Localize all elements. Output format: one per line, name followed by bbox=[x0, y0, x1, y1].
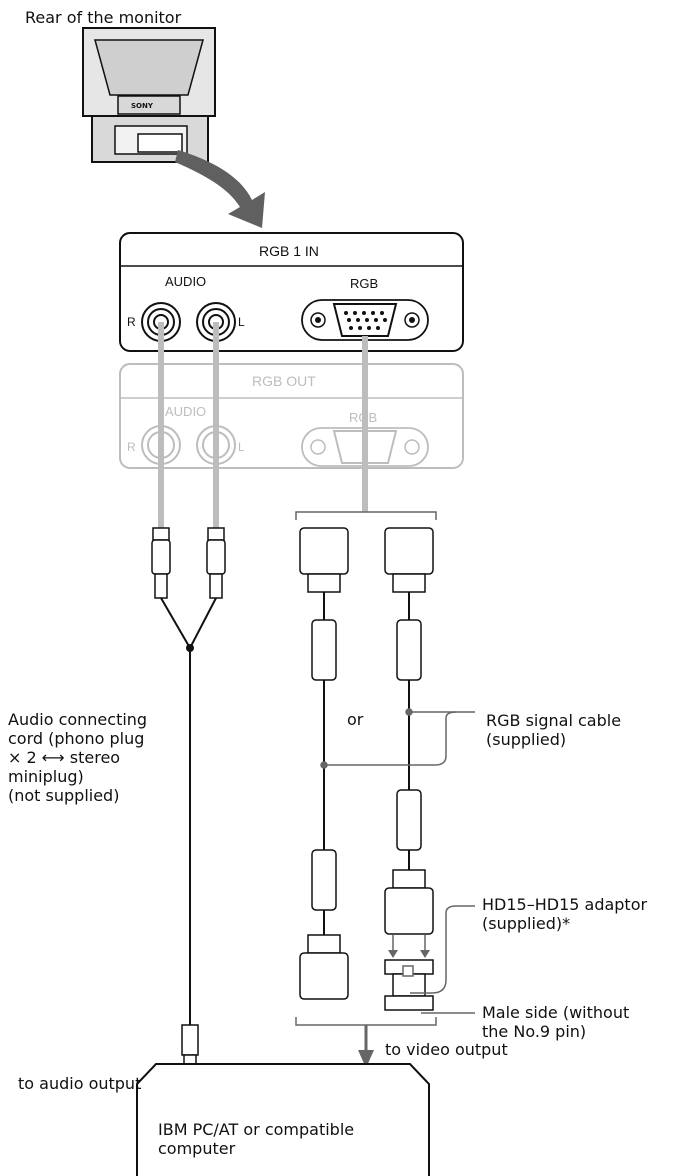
rgb-out-label: RGB OUT bbox=[252, 373, 316, 389]
computer-label: IBM PC/AT or compatible computer bbox=[158, 1120, 355, 1158]
rgb1-in-label: RGB 1 IN bbox=[259, 243, 319, 259]
curved-arrow-icon bbox=[175, 150, 265, 228]
to-video-output-label: to video output bbox=[385, 1040, 508, 1059]
to-audio-output-label: to audio output bbox=[18, 1074, 142, 1093]
monitor-rear-illustration bbox=[82, 27, 216, 163]
rgb-label-out: RGB bbox=[349, 410, 378, 425]
bracket-bottom bbox=[295, 1017, 437, 1026]
rgb-cable-left bbox=[299, 527, 349, 1000]
rgb-label-top: RGB bbox=[350, 276, 379, 291]
callout-lines bbox=[320, 708, 475, 1014]
male-side-label: Male side (without the No.9 pin) bbox=[482, 1003, 630, 1041]
computer-box bbox=[136, 1063, 430, 1176]
rear-of-monitor-label: Rear of the monitor bbox=[25, 8, 182, 27]
bracket-top bbox=[295, 511, 437, 520]
rgb-cable-right bbox=[384, 527, 434, 1011]
r-label-out: R bbox=[127, 440, 136, 454]
rgb-signal-cable-label: RGB signal cable (supplied) bbox=[486, 711, 622, 749]
sony-logo: SONY bbox=[131, 102, 153, 110]
audio-label-out: AUDIO bbox=[165, 404, 207, 419]
r-label-top: R bbox=[127, 315, 136, 329]
l-label-top: L bbox=[238, 315, 245, 329]
rgb-cable-stub bbox=[362, 336, 368, 512]
adaptor-label: HD15–HD15 adaptor (supplied)* bbox=[482, 895, 648, 933]
audio-cord-label: Audio connecting cord (phono plug × 2 ⟷ … bbox=[8, 710, 148, 805]
or-label: or bbox=[347, 710, 364, 729]
audio-label-top: AUDIO bbox=[165, 274, 207, 289]
l-label-out: L bbox=[238, 440, 245, 454]
